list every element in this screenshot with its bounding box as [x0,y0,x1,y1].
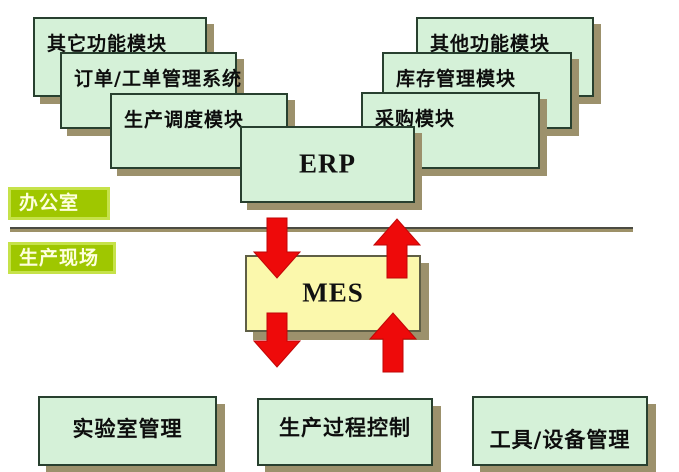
box-production-process-control: 生产过程控制 [257,398,433,466]
box-label-production-process-control: 生产过程控制 [279,416,411,440]
box-label-production-scheduling: 生产调度模块 [124,109,245,131]
mes-label: MES [302,276,364,307]
box-label-inventory-management: 库存管理模块 [396,68,517,90]
box-tool-equipment-management: 工具/设备管理 [472,396,648,466]
box-mes: MES [245,255,421,332]
erp-label: ERP [299,147,356,178]
box-label-other-function-modules-left: 其它功能模块 [47,33,168,55]
box-label-tool-equipment-management: 工具/设备管理 [489,428,631,452]
box-label-purchasing-module: 采购模块 [375,108,456,130]
box-erp: ERP [240,126,415,203]
box-label-other-function-modules-right: 其他功能模块 [430,33,551,55]
box-lab-management: 实验室管理 [38,396,217,466]
box-label-order-workorder-management: 订单/工单管理系统 [74,68,242,90]
zone-label-production-field: 生产现场 [8,242,116,274]
box-label-lab-management: 实验室管理 [72,417,183,441]
zone-label-office: 办公室 [8,187,110,220]
zone-label-office-text: 办公室 [19,192,80,214]
office-field-divider-line [10,227,633,232]
zone-label-production-field-text: 生产现场 [19,247,100,269]
